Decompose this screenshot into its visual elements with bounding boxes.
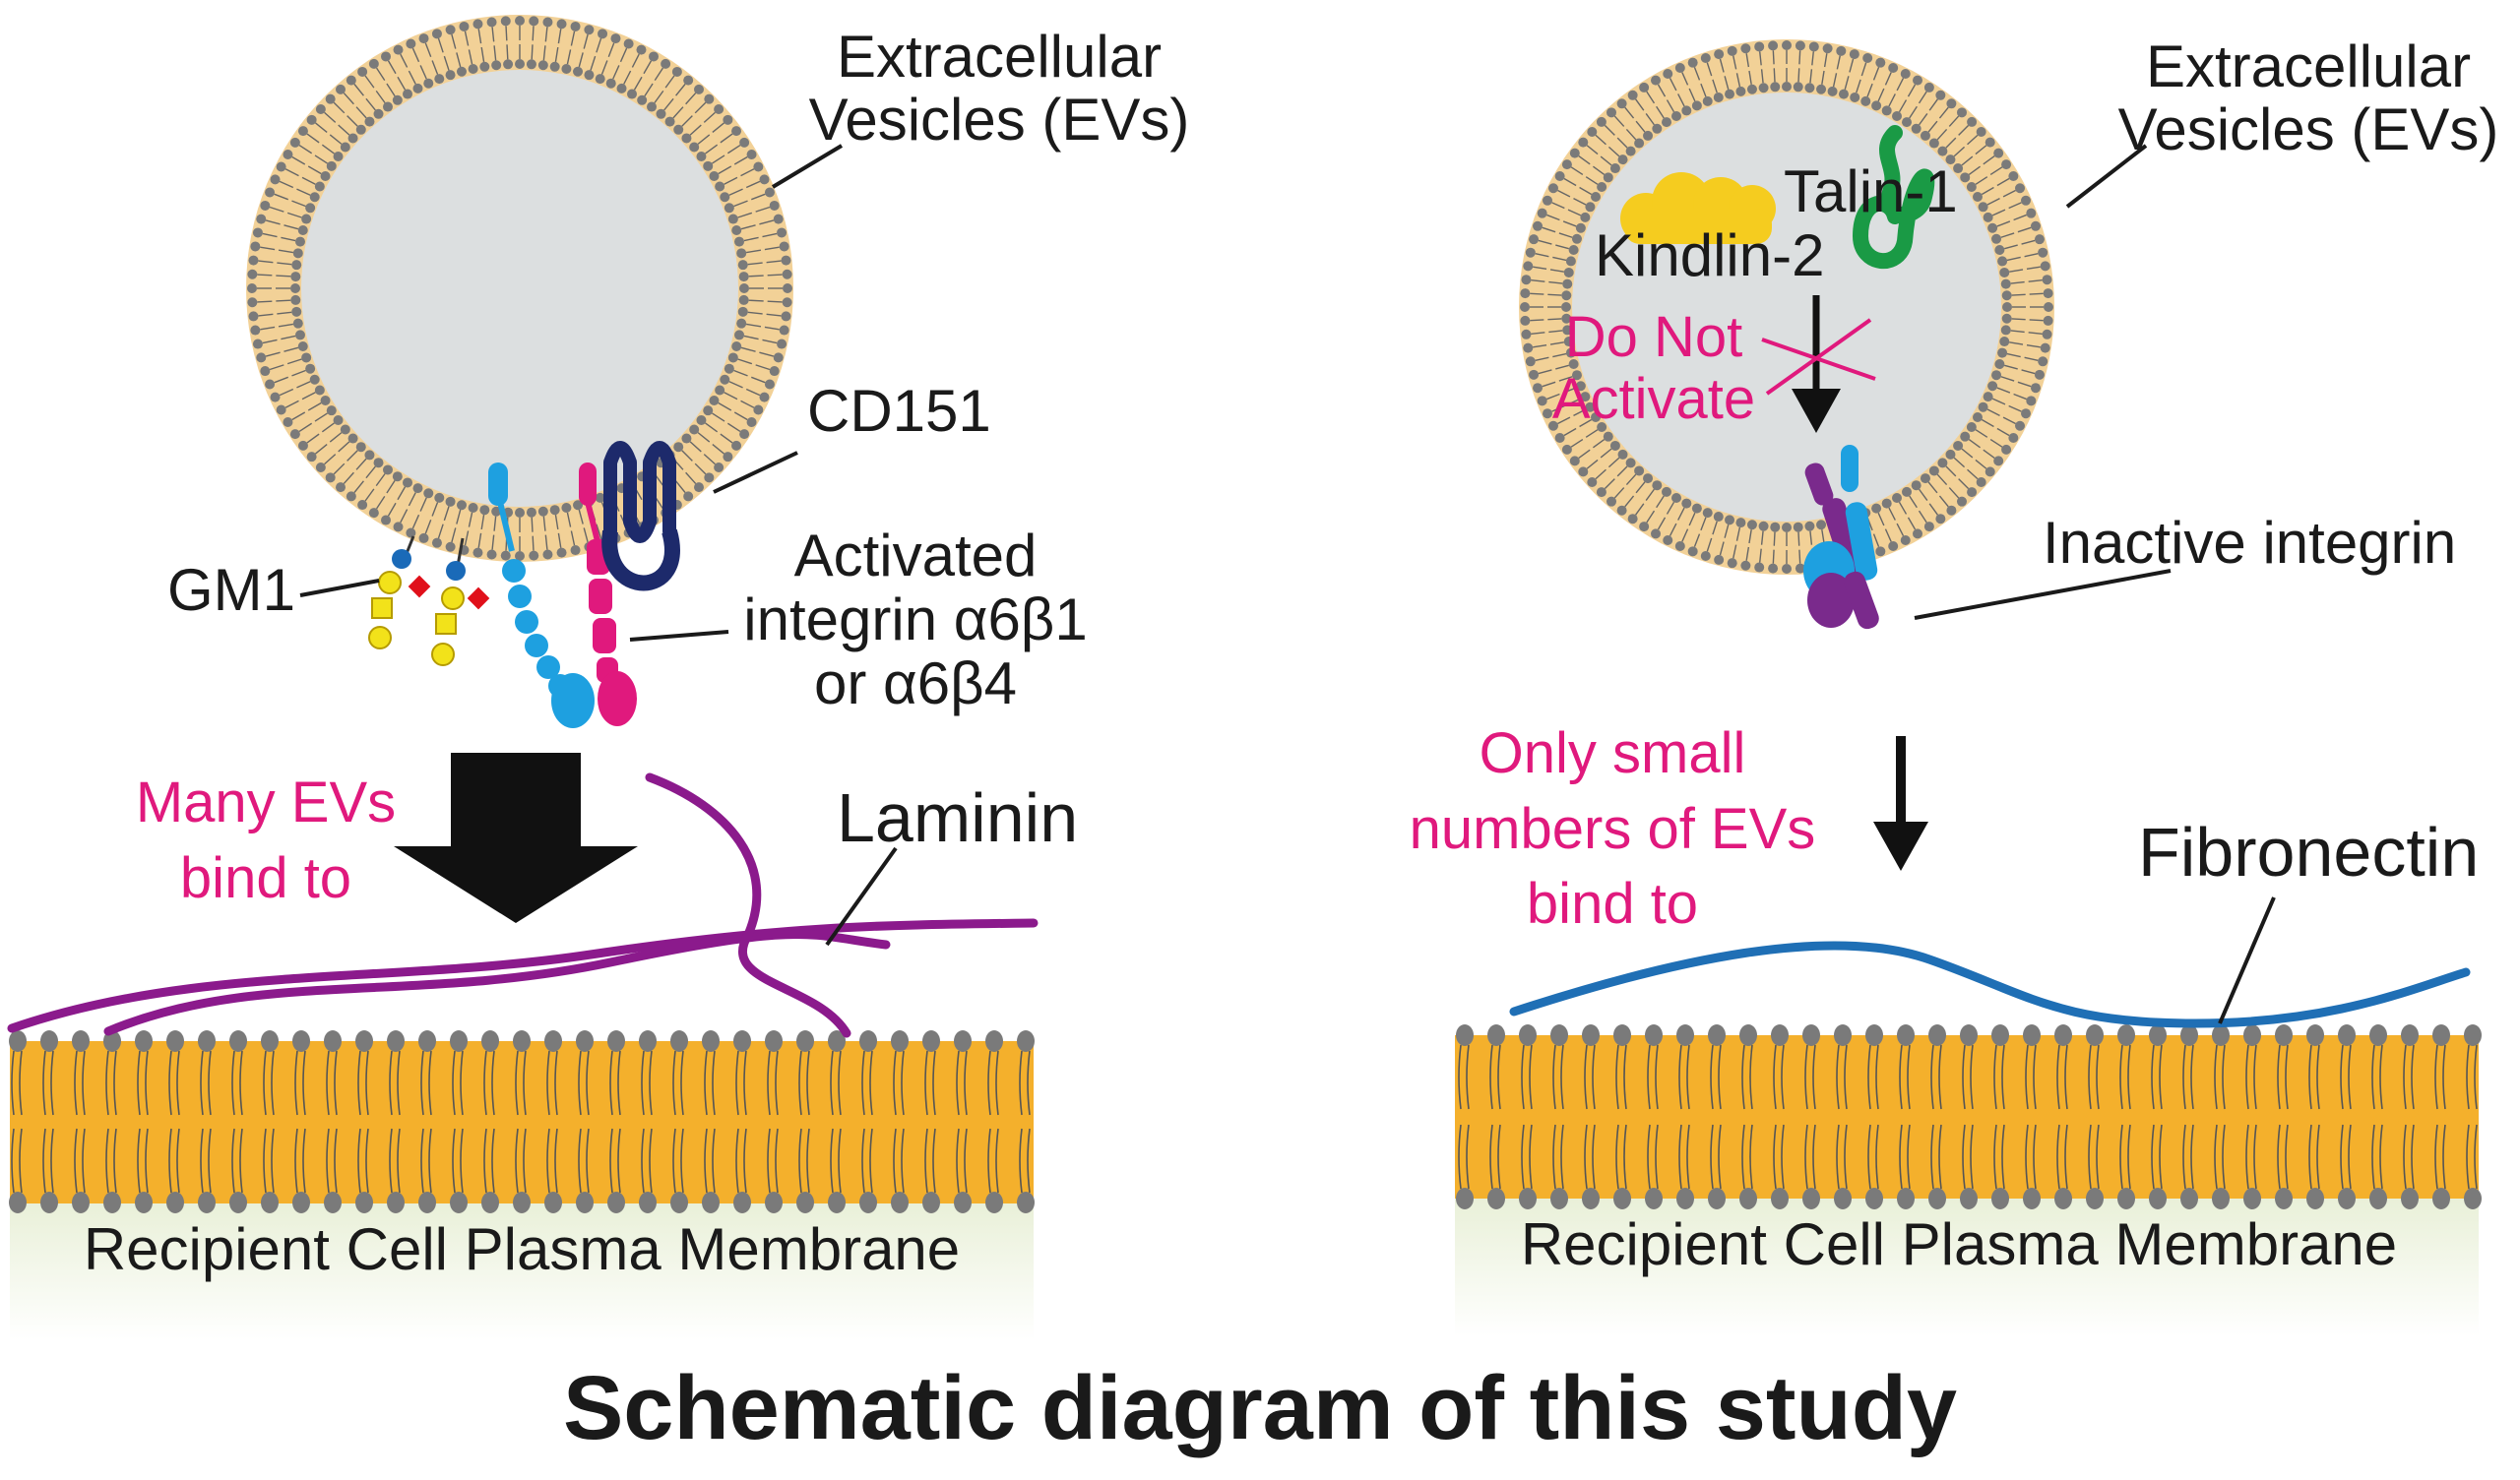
left-membrane-lipids [9,1030,1035,1213]
fibronectin-label: Fibronectin [2138,814,2479,891]
left-panel: Recipient Cell Plasma Membrane GM1 [7,15,1190,1340]
small-activation-arrow [1792,389,1841,433]
laminin-label: Laminin [837,779,1078,856]
right-panel: Recipient Cell Plasma Membrane Talin-1 K… [1410,33,2499,1336]
right-plasma-membrane: Recipient Cell Plasma Membrane [1455,1024,2482,1336]
many-evs-text-line2: bind to [180,846,351,910]
large-binding-arrow [394,753,638,923]
activated-integrin-label-line1: Activated [794,523,1038,588]
many-evs-text-line1: Many EVs [136,771,396,834]
left-ev-label-line1: Extracellular [837,24,1162,90]
cd151-label: CD151 [807,378,991,444]
do-not-activate-line2: Activate [1552,367,1755,431]
left-ev-label-line2: Vesicles (EVs) [809,87,1190,153]
small-numbers-text-line3: bind to [1527,872,1698,936]
kindlin-2-label: Kindlin-2 [1595,222,1824,288]
right-membrane-lipids [1456,1024,2482,1209]
left-ev-lipid-bilayer [247,16,792,561]
talin-1-label: Talin-1 [1784,158,1958,224]
inactive-integrin [1803,445,1879,630]
cd151-tetraspanin [601,441,680,591]
small-numbers-text-line1: Only small [1480,721,1746,785]
right-membrane-label: Recipient Cell Plasma Membrane [1521,1211,2397,1277]
small-numbers-text-line2: numbers of EVs [1410,797,1816,861]
talin-1-protein [1852,125,1935,270]
activated-integrin-label-line2: integrin α6β1 [743,586,1087,652]
left-membrane-label: Recipient Cell Plasma Membrane [84,1216,960,1282]
activated-integrin-label-line3: or α6β4 [814,650,1017,716]
gm1-glycolipid [368,535,490,666]
diagram-title: Schematic diagram of this study [563,1358,1957,1458]
right-ev-label-line1: Extracellular [2146,33,2471,99]
fibronectin-fiber [1509,941,2471,1028]
inactive-integrin-label: Inactive integrin [2043,510,2456,576]
right-ev-label-line2: Vesicles (EVs) [2118,96,2499,162]
do-not-activate-line1: Do Not [1565,305,1743,369]
laminin-fibers [7,772,1039,1038]
left-ev [246,15,793,562]
kindlin-2-protein [1620,172,1776,244]
activated-integrin [488,462,637,728]
gm1-label: GM1 [167,557,295,623]
small-binding-arrow [1873,822,1928,871]
left-plasma-membrane: Recipient Cell Plasma Membrane [9,1030,1035,1340]
